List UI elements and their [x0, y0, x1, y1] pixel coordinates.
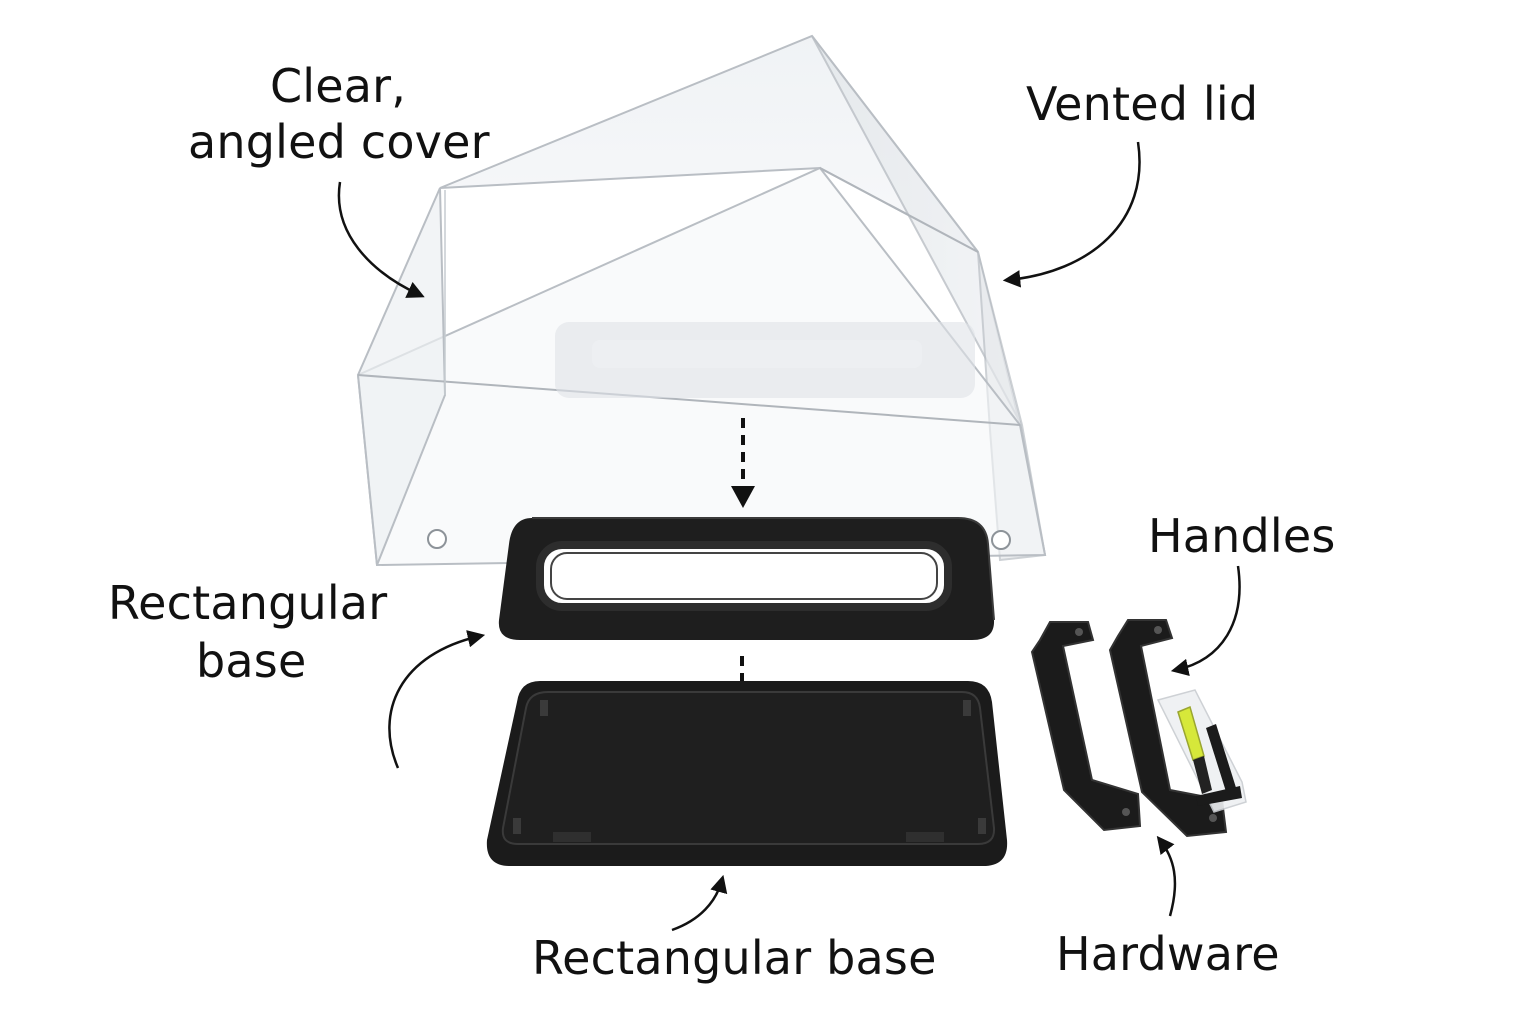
- handle-left: [1030, 621, 1142, 832]
- screw-hole: [427, 529, 447, 549]
- hardware-bag: [1156, 689, 1247, 813]
- label-clear-cover-line2: angled cover: [188, 115, 490, 169]
- clear-cover: [356, 34, 1047, 567]
- arrow-clear-cover: [337, 181, 425, 298]
- label-rect-base-side: Rectangular base: [108, 574, 387, 690]
- handle-right: [1108, 619, 1228, 838]
- label-rect-base-bottom: Rectangular base: [532, 931, 937, 985]
- rectangular-frame: [498, 517, 995, 640]
- arrow-rect-base-side: [388, 630, 486, 769]
- label-rect-base-side-line2: base: [196, 634, 307, 688]
- label-vented-lid: Vented lid: [1026, 77, 1259, 131]
- label-handles: Handles: [1148, 509, 1336, 563]
- arrow-vented-lid: [1002, 141, 1141, 288]
- screw-hole: [991, 530, 1011, 550]
- arrow-hardware: [1156, 835, 1177, 917]
- rectangular-base-tray: [486, 681, 1008, 866]
- arrow-rect-base-bottom: [671, 874, 728, 932]
- arrow-handles: [1170, 565, 1241, 676]
- label-clear-cover-line1: Clear,: [269, 59, 407, 113]
- label-rect-base-side-line1: Rectangular: [108, 576, 388, 630]
- assembly-arrow-upper: [731, 418, 755, 508]
- label-hardware: Hardware: [1056, 927, 1280, 981]
- label-clear-cover: Clear, angled cover: [188, 58, 490, 170]
